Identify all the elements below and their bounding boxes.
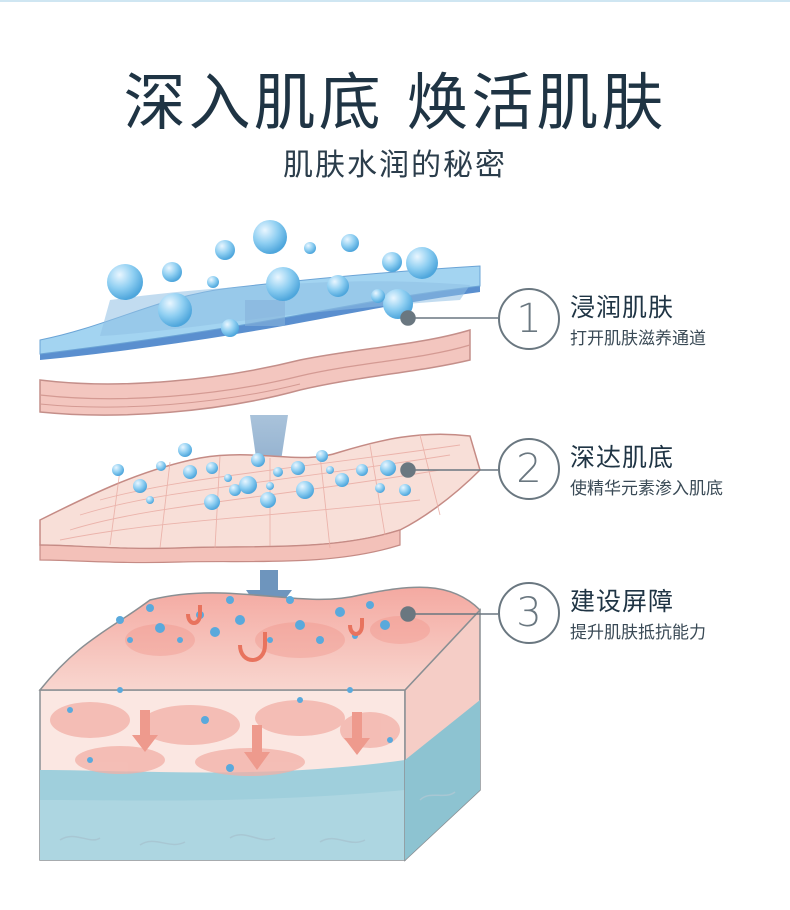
step-2-number: 2 <box>498 438 560 500</box>
step-2-desc: 使精华元素渗入肌底 <box>570 474 723 499</box>
step-1-title: 浸润肌肤 <box>570 288 674 324</box>
step-3-desc: 提升肌肤抵抗能力 <box>570 618 706 643</box>
step-1-number: 1 <box>498 288 560 350</box>
step-3-title: 建设屏障 <box>570 582 674 618</box>
step-3-number: 3 <box>498 582 560 644</box>
step-1-desc: 打开肌肤滋养通道 <box>570 324 706 349</box>
step-2-title: 深达肌底 <box>570 438 674 474</box>
